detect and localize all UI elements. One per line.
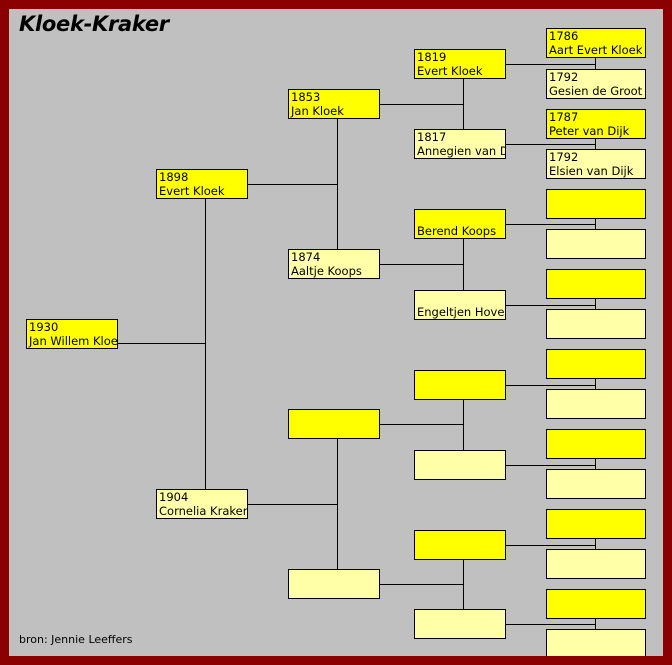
page-title: Kloek-Kraker <box>19 12 169 36</box>
connector-line <box>506 545 596 546</box>
person-year: 1817 <box>417 130 447 144</box>
connector-line <box>595 43 596 84</box>
person-node-jan-kloek-1853[interactable]: 1853 Jan Kloek <box>288 89 380 119</box>
person-year: 1787 <box>549 110 579 124</box>
person-node-gen4-blank-d[interactable] <box>414 609 506 639</box>
person-node-gen5-blank-03[interactable] <box>546 269 646 299</box>
person-year: 1786 <box>549 29 579 43</box>
connector-line <box>506 144 596 145</box>
person-node-gen5-blank-04[interactable] <box>546 309 646 339</box>
person-name: Peter van Dijk <box>549 124 630 138</box>
person-node-gen5-blank-06[interactable] <box>546 389 646 419</box>
person-year: 1874 <box>291 250 321 264</box>
person-node-annegien-van-dijk[interactable]: 1817 Annegien van Dijk <box>414 129 506 159</box>
connector-line <box>595 124 596 164</box>
connector-line <box>506 624 596 625</box>
connector-line <box>380 264 464 265</box>
connector-line <box>506 465 596 466</box>
person-year: 1792 <box>549 150 579 164</box>
connector-line <box>595 284 596 324</box>
person-name: Evert Kloek <box>159 184 225 198</box>
person-node-cornelia-kraker[interactable]: 1904 Cornelia Kraker <box>156 489 248 519</box>
connector-line <box>506 224 596 225</box>
person-node-kraker-father[interactable] <box>288 409 380 439</box>
person-year: 1819 <box>417 50 447 64</box>
person-node-gen5-blank-09[interactable] <box>546 509 646 539</box>
person-name: Cornelia Kraker <box>159 504 248 518</box>
connector-line <box>337 424 338 584</box>
connector-line <box>380 104 464 105</box>
person-node-aart-evert-kloek[interactable]: 1786 Aart Evert Kloek <box>546 28 646 58</box>
person-name: Engeltjen Hove <box>417 305 505 319</box>
person-name: Gesien de Groot <box>549 84 643 98</box>
person-node-gen4-blank-a[interactable] <box>414 370 506 400</box>
connector-line <box>248 504 338 505</box>
connector-line <box>463 224 464 305</box>
person-node-gen5-blank-10[interactable] <box>546 549 646 579</box>
person-node-gen5-blank-05[interactable] <box>546 349 646 379</box>
person-node-gesien-de-groot[interactable]: 1792 Gesien de Groot <box>546 69 646 99</box>
person-node-gen4-blank-b[interactable] <box>414 450 506 480</box>
person-name: Jan Willem Kloek <box>29 334 118 348</box>
person-name: Aaltje Koops <box>291 264 362 278</box>
person-node-peter-van-dijk[interactable]: 1787 Peter van Dijk <box>546 109 646 139</box>
person-node-gen5-blank-11[interactable] <box>546 589 646 619</box>
person-node-kraker-mother[interactable] <box>288 569 380 599</box>
person-node-evert-kloek-1819[interactable]: 1819 Evert Kloek <box>414 49 506 79</box>
connector-line <box>595 444 596 484</box>
connector-line <box>463 64 464 144</box>
person-year: 1792 <box>549 70 579 84</box>
person-node-engeltjen-hove[interactable]: Engeltjen Hove <box>414 290 506 320</box>
connector-line <box>118 343 206 344</box>
person-node-gen5-blank-01[interactable] <box>546 189 646 219</box>
connector-line <box>506 305 596 306</box>
connector-line <box>380 424 464 425</box>
person-node-jan-willem-kloek[interactable]: 1930 Jan Willem Kloek <box>26 319 118 349</box>
connector-line <box>595 204 596 244</box>
person-node-gen5-blank-12[interactable] <box>546 629 646 656</box>
person-node-aaltje-koops-1874[interactable]: 1874 Aaltje Koops <box>288 249 380 279</box>
person-node-elsien-van-dijk[interactable]: 1792 Elsien van Dijk <box>546 149 646 179</box>
person-node-gen5-blank-08[interactable] <box>546 469 646 499</box>
connector-line <box>380 584 464 585</box>
person-year: 1853 <box>291 90 321 104</box>
person-node-gen5-blank-02[interactable] <box>546 229 646 259</box>
connector-line <box>248 184 338 185</box>
person-year: 1930 <box>29 320 59 334</box>
person-name: Elsien van Dijk <box>549 164 634 178</box>
connector-line <box>506 64 596 65</box>
person-year: 1898 <box>159 170 189 184</box>
person-name: Aart Evert Kloek <box>549 43 643 57</box>
person-node-gen5-blank-07[interactable] <box>546 429 646 459</box>
person-name: Evert Kloek <box>417 64 483 78</box>
connector-line <box>506 385 596 386</box>
connector-line <box>595 524 596 564</box>
source-note: bron: Jennie Leeffers <box>19 633 133 646</box>
connector-line <box>595 604 596 644</box>
person-node-gen4-blank-c[interactable] <box>414 530 506 560</box>
connector-line <box>463 385 464 465</box>
person-name: Annegien van Dijk <box>417 144 505 158</box>
chart-canvas: Kloek-Kraker <box>9 9 663 656</box>
connector-line <box>337 104 338 264</box>
person-name: Jan Kloek <box>291 104 344 118</box>
person-node-berend-koops[interactable]: Berend Koops <box>414 209 506 239</box>
connector-line <box>595 364 596 404</box>
person-year: 1904 <box>159 490 189 504</box>
connector-line <box>205 184 206 504</box>
person-name: Berend Koops <box>417 224 497 238</box>
person-node-evert-kloek-1898[interactable]: 1898 Evert Kloek <box>156 169 248 199</box>
connector-line <box>463 545 464 624</box>
